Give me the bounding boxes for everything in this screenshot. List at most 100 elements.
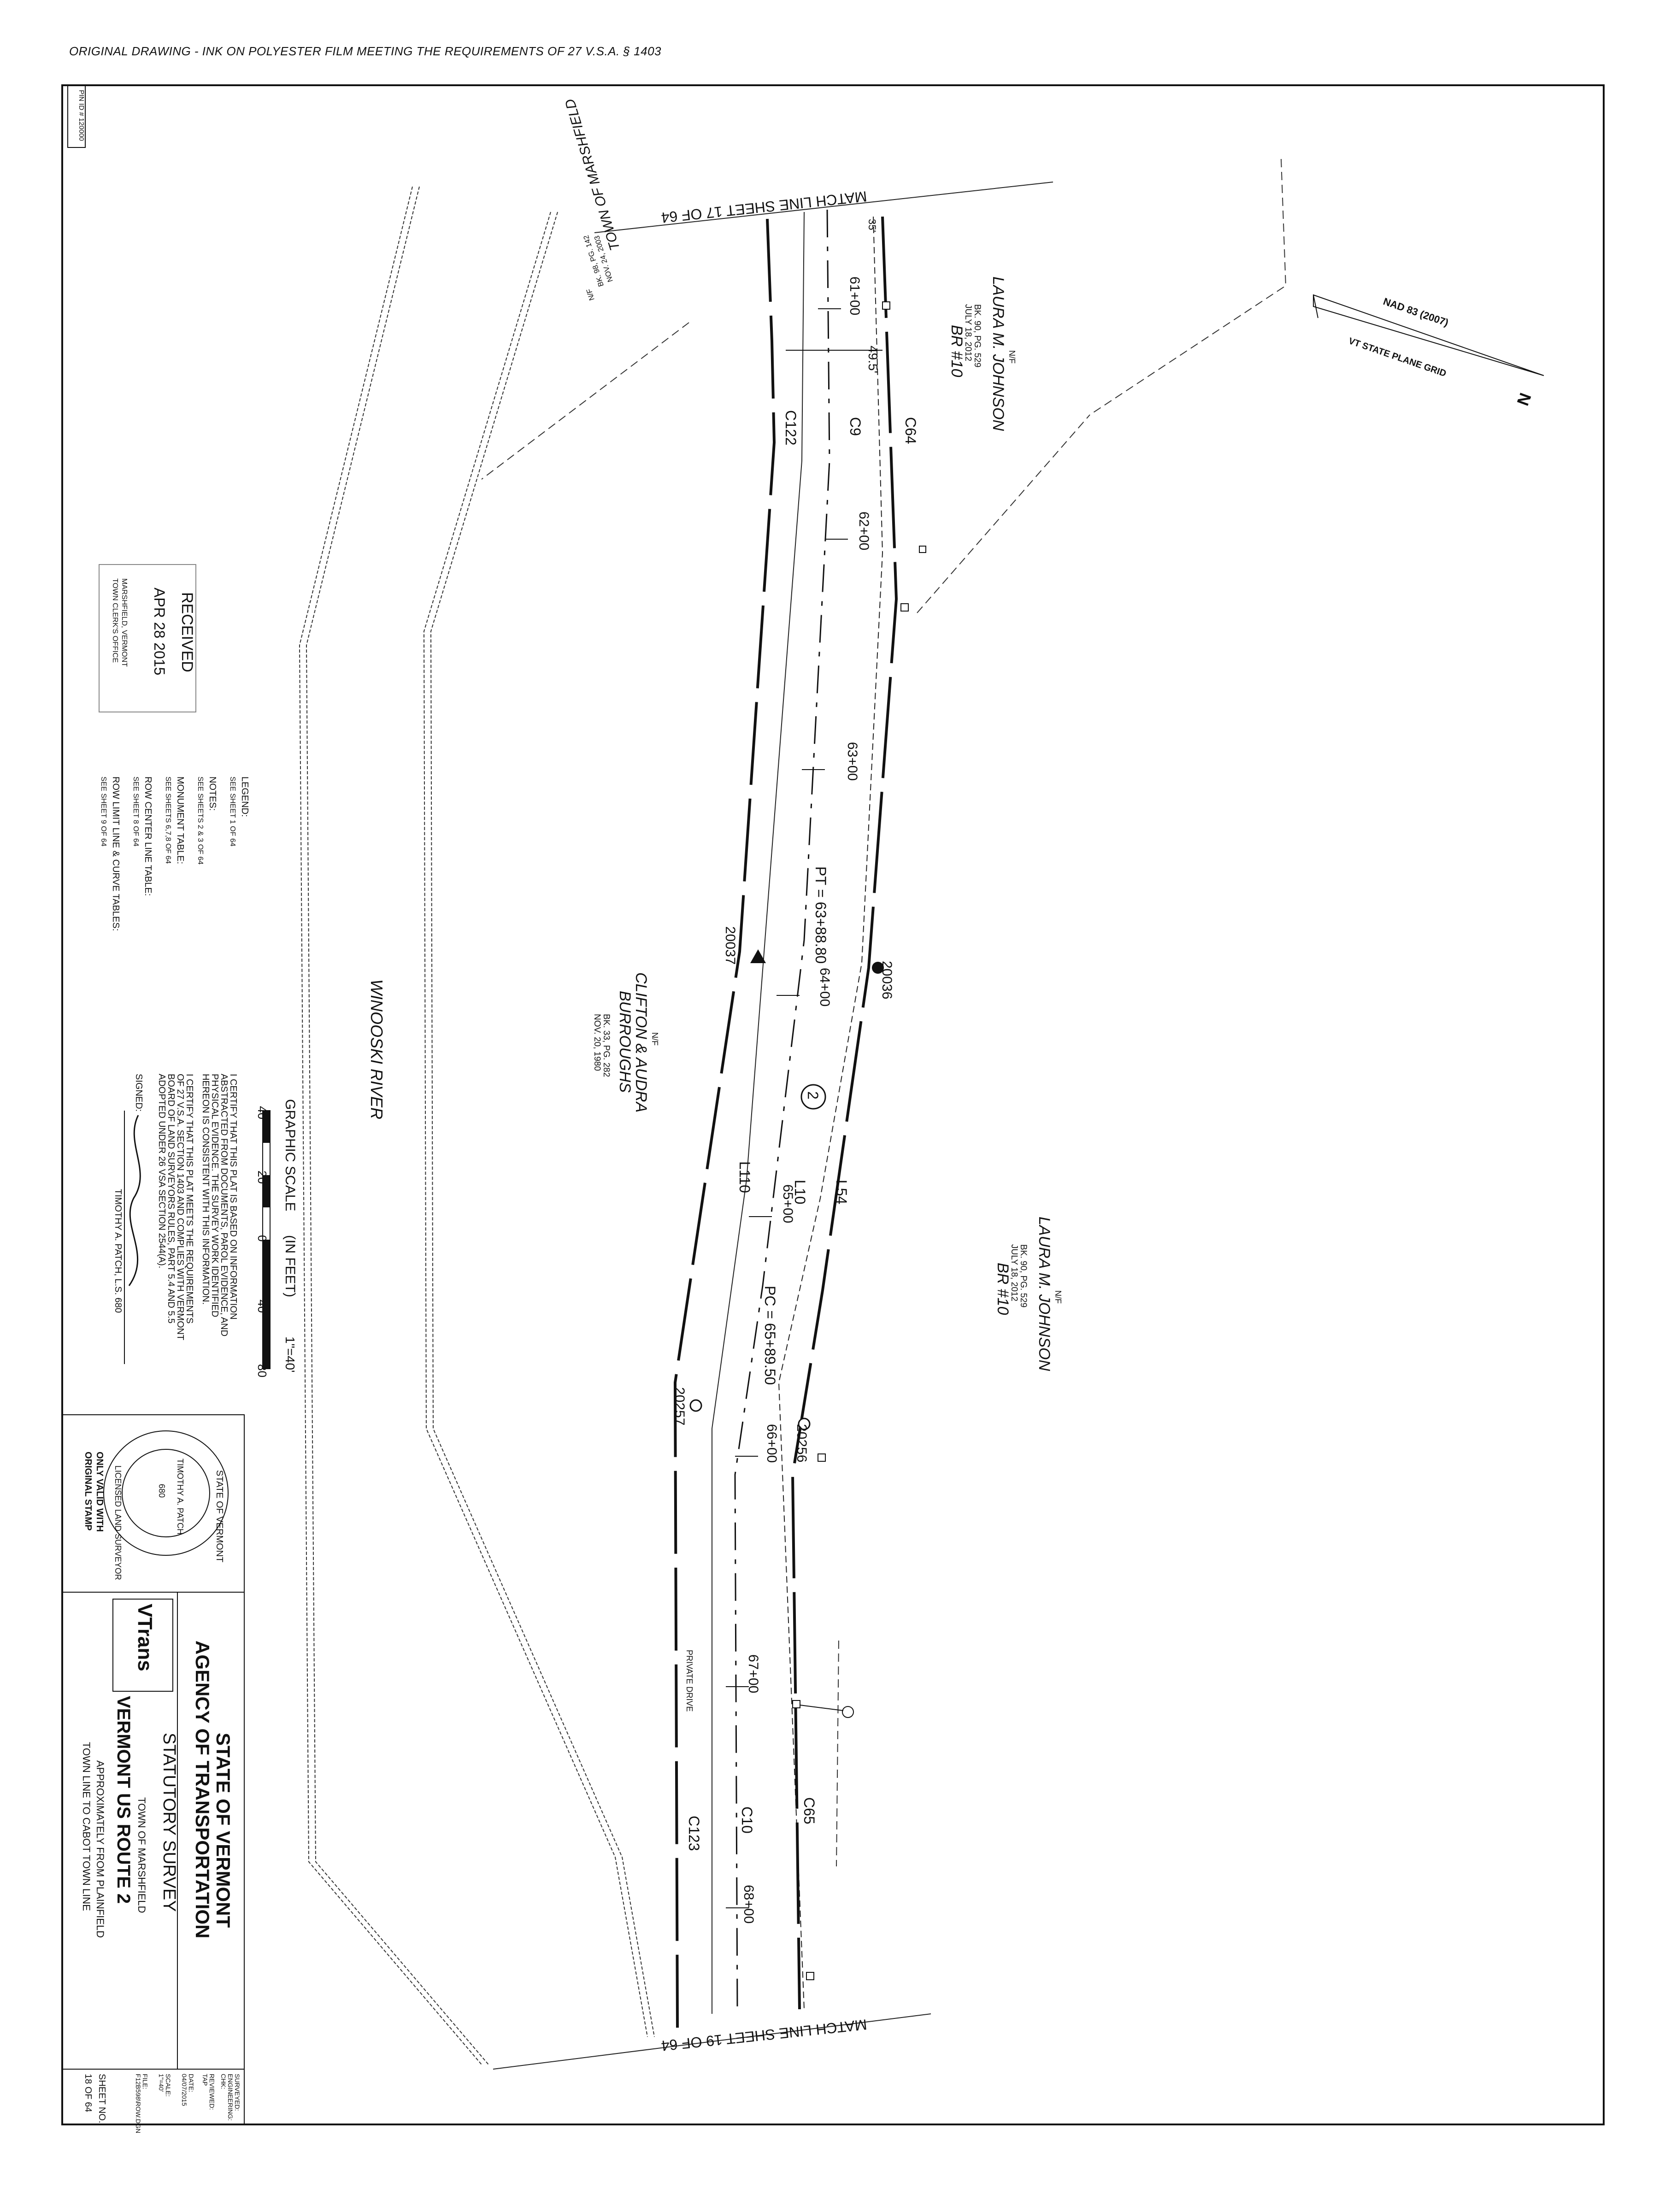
svg-text:NOTES:: NOTES: xyxy=(207,777,218,811)
svg-text:ROW CENTER LINE TABLE:: ROW CENTER LINE TABLE: xyxy=(143,777,153,896)
match-line-bottom-label: MATCH LINE SHEET 19 OF 64 xyxy=(660,2016,868,2054)
north-arrow xyxy=(1313,294,1544,376)
parcel-line-bottom xyxy=(836,1640,839,1867)
svg-text:REVIEWED:: REVIEWED: xyxy=(208,2074,216,2110)
road-centerline xyxy=(734,209,830,2010)
monument-20256-label: 20256 xyxy=(794,1424,809,1462)
svg-text:GRAPHIC SCALE: GRAPHIC SCALE xyxy=(282,1099,298,1211)
guy-anchor xyxy=(842,1706,854,1718)
station-66: 66+00 xyxy=(764,1424,779,1463)
svg-text:HEREON IS CONSISTENT WITH THIS: HEREON IS CONSISTENT WITH THIS INFORMATI… xyxy=(200,1074,211,1305)
svg-text:CLIFTON & AUDRA: CLIFTON & AUDRA xyxy=(632,972,650,1112)
original-drawing-note: ORIGINAL DRAWING - INK ON POLYESTER FILM… xyxy=(69,44,662,58)
offset-label: 35' xyxy=(866,219,878,232)
svg-text:TAP: TAP xyxy=(201,2074,209,2086)
svg-text:BURROUGHS: BURROUGHS xyxy=(616,991,634,1093)
datum-label: NAD 83 (2007) xyxy=(1382,295,1450,329)
svg-text:SURVEYED:: SURVEYED: xyxy=(234,2074,241,2111)
svg-text:BR #10: BR #10 xyxy=(948,325,965,377)
road-edge-right xyxy=(778,216,883,2010)
legend-block: LEGEND: SEE SHEET 1 OF 64 NOTES: SEE SHE… xyxy=(100,777,250,931)
circle-2 xyxy=(800,1084,826,1110)
svg-text:0: 0 xyxy=(255,1235,269,1241)
svg-text:TIMOTHY A. PATCH: TIMOTHY A. PATCH xyxy=(176,1459,185,1535)
monument-20257-label: 20257 xyxy=(672,1387,687,1425)
svg-text:RECEIVED: RECEIVED xyxy=(178,592,196,672)
c123-label: C123 xyxy=(686,1816,702,1851)
svg-text:ROW LIMIT LINE & CURVE TABLES:: ROW LIMIT LINE & CURVE TABLES: xyxy=(111,777,121,931)
row-limit-left xyxy=(673,218,776,2028)
width-label: 49.5' xyxy=(866,346,880,373)
svg-text:SHEET NO.: SHEET NO. xyxy=(97,2074,107,2123)
svg-text:80: 80 xyxy=(255,1364,269,1377)
svg-text:ORIGINAL STAMP: ORIGINAL STAMP xyxy=(83,1452,93,1530)
svg-text:SEE SHEET 8 OF 64: SEE SHEET 8 OF 64 xyxy=(132,777,140,847)
svg-text:OF 27 V.S.A. SECTION 1403 AND: OF 27 V.S.A. SECTION 1403 AND COMPLIES W… xyxy=(175,1074,185,1340)
svg-text:TOWN OF MARSHFIELD: TOWN OF MARSHFIELD xyxy=(136,1797,147,1913)
svg-text:BOARD OF LAND SURVEYORS RULES,: BOARD OF LAND SURVEYORS RULES, PART 5.4 … xyxy=(166,1074,176,1324)
svg-text:ABSTRACTED FROM DOCUMENTS, PAR: ABSTRACTED FROM DOCUMENTS, PAROL EVIDENC… xyxy=(219,1074,229,1336)
svg-text:APR 28 2015: APR 28 2015 xyxy=(151,588,168,675)
town-line xyxy=(481,322,689,480)
svg-text:LICENSED LAND SURVEYOR: LICENSED LAND SURVEYOR xyxy=(113,1465,123,1580)
svg-text:LEGEND:: LEGEND: xyxy=(240,777,250,817)
svg-text:BR #10: BR #10 xyxy=(994,1263,1012,1315)
parcel-town: N/F TOWN OF MARSHFIELD BK. 98, PG. 142 N… xyxy=(562,97,623,301)
svg-text:N/F: N/F xyxy=(585,288,596,301)
station-67: 67+00 xyxy=(746,1654,761,1693)
utility-pole-3 xyxy=(818,1453,826,1462)
sheet-border xyxy=(61,84,1605,2125)
river-bank-right-b xyxy=(430,212,655,2037)
svg-text:BK. 33, PG. 282: BK. 33, PG. 282 xyxy=(601,1014,611,1077)
svg-text:N/F: N/F xyxy=(1053,1290,1063,1304)
match-line-top-label: MATCH LINE SHEET 17 OF 64 xyxy=(660,188,868,226)
svg-text:ENGINEERING:: ENGINEERING: xyxy=(227,2074,234,2121)
svg-text:STATE OF VERMONT: STATE OF VERMONT xyxy=(214,1470,224,1562)
graphic-scale: GRAPHIC SCALE (IN FEET) 1"=40' 40 20 0 4… xyxy=(255,1099,298,1377)
svg-text:STATE OF VERMONT: STATE OF VERMONT xyxy=(212,1733,234,1928)
utility-pole-5 xyxy=(806,1972,814,1980)
svg-text:CHK:: CHK: xyxy=(220,2074,227,2089)
svg-text:SCALE:: SCALE: xyxy=(165,2074,172,2097)
svg-text:ADOPTED UNDER 26 VSA SECTION 2: ADOPTED UNDER 26 VSA SECTION 2544(A). xyxy=(157,1074,167,1268)
received-stamp: RECEIVED APR 28 2015 MARSHFIELD, VERMONT… xyxy=(99,564,196,712)
river-bank-right-a xyxy=(423,212,648,2037)
utility-pole-2 xyxy=(900,603,909,612)
certification: I CERTIFY THAT THIS PLAT IS BASED ON INF… xyxy=(113,1074,238,1364)
svg-text:MARSHFIELD, VERMONT: MARSHFIELD, VERMONT xyxy=(120,578,128,667)
plan-drawing: MATCH LINE SHEET 17 OF 64 MATCH LINE SHE… xyxy=(299,97,1544,2070)
pt-label: PT = 63+88.80 xyxy=(812,866,829,964)
station-63: 63+00 xyxy=(845,742,860,781)
svg-text:SEE SHEET 9 OF 64: SEE SHEET 9 OF 64 xyxy=(100,777,107,847)
logo-text: VTrans xyxy=(134,1604,156,1671)
svg-text:DATE:: DATE: xyxy=(188,2074,195,2092)
station-68: 68+00 xyxy=(741,1885,756,1924)
station-61: 61+00 xyxy=(847,276,862,315)
property-line-diagonal xyxy=(917,414,1090,613)
svg-text:04/07/2015: 04/07/2015 xyxy=(181,2074,188,2106)
station-65: 65+00 xyxy=(780,1184,795,1223)
svg-text:SEE SHEETS 6,7,8 OF 64: SEE SHEETS 6,7,8 OF 64 xyxy=(164,777,172,864)
svg-text:I CERTIFY THAT THIS PLAT IS BA: I CERTIFY THAT THIS PLAT IS BASED ON INF… xyxy=(228,1074,238,1319)
l54-label: L54 xyxy=(833,1180,850,1204)
monument-20037 xyxy=(750,949,766,963)
svg-text:FILE:: FILE: xyxy=(141,2074,149,2089)
svg-text:I CERTIFY THAT THIS PLAT MEETS: I CERTIFY THAT THIS PLAT MEETS THE REQUI… xyxy=(184,1074,194,1324)
pin-id: PIN ID # 120000 xyxy=(77,90,85,141)
svg-text:JULY 18, 2012: JULY 18, 2012 xyxy=(1009,1244,1019,1301)
svg-text:TOWN LINE TO CABOT TOWN LINE: TOWN LINE TO CABOT TOWN LINE xyxy=(81,1742,92,1911)
vtrans-logo xyxy=(112,1599,173,1692)
parcel-johnson-right: N/F LAURA M. JOHNSON BK. 90, PG. 529 JUL… xyxy=(994,1217,1063,1371)
svg-text:BK. 90, PG. 529: BK. 90, PG. 529 xyxy=(1018,1244,1028,1307)
river-bank-left-b xyxy=(306,186,489,2065)
svg-text:NOV. 20, 1980: NOV. 20, 1980 xyxy=(592,1014,602,1071)
svg-text:STATUTORY SURVEY: STATUTORY SURVEY xyxy=(159,1733,179,1912)
monument-20036 xyxy=(872,962,884,974)
svg-text:18 OF 64: 18 OF 64 xyxy=(83,2074,93,2112)
svg-text:(IN FEET): (IN FEET) xyxy=(282,1235,298,1297)
c122-label: C122 xyxy=(782,410,799,446)
svg-text:SEE SHEET 1 OF 64: SEE SHEET 1 OF 64 xyxy=(229,777,236,847)
c9-label: C9 xyxy=(847,417,864,436)
north-label: N xyxy=(1513,390,1535,408)
